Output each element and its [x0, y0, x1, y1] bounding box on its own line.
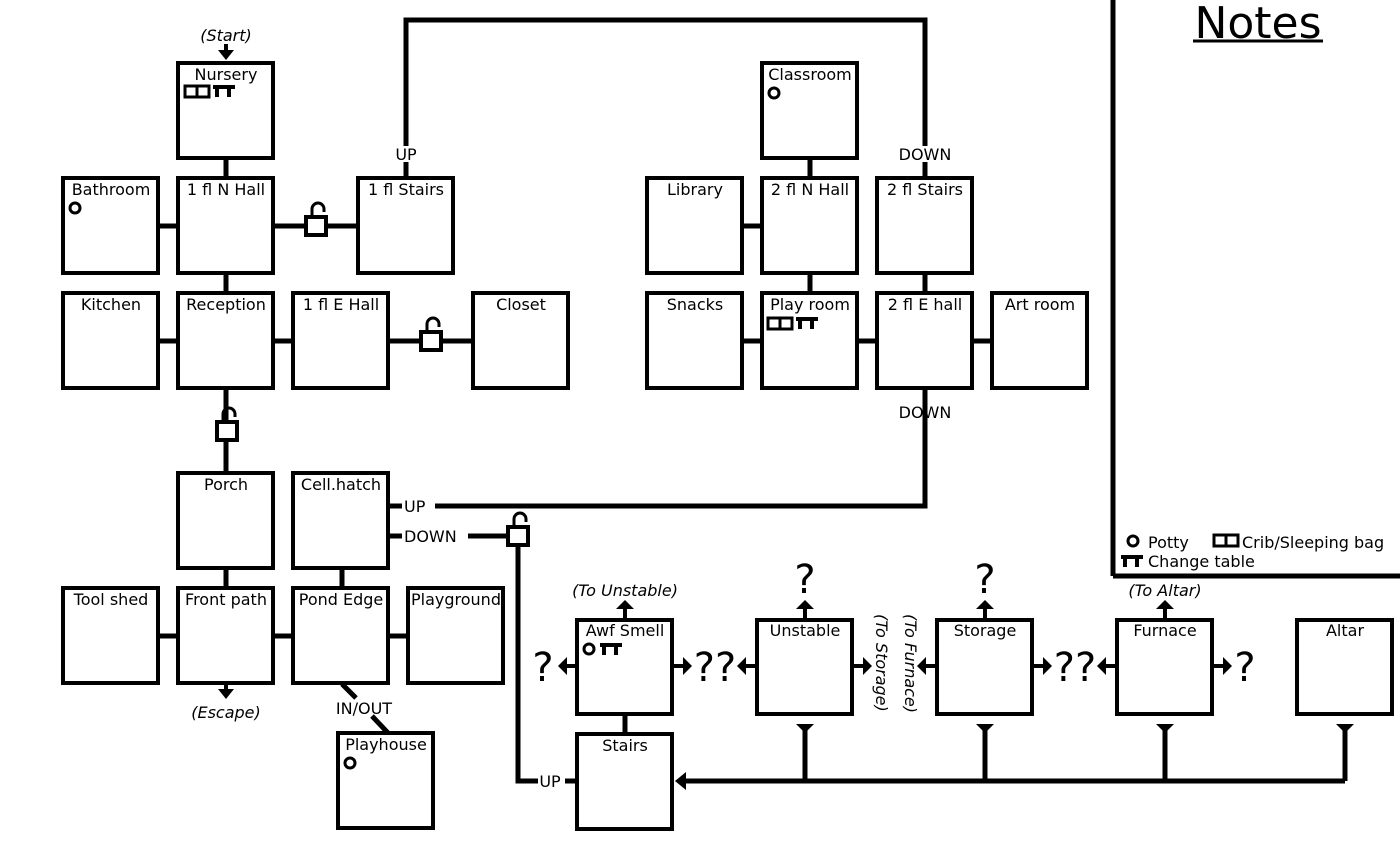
room-classroom[interactable]: [760, 61, 859, 160]
room-label: Storage: [954, 621, 1017, 640]
connectors: [158, 0, 1400, 784]
room-nursery[interactable]: [176, 61, 275, 160]
potty-icon: [1126, 534, 1140, 548]
room-label: 1 fl Stairs: [368, 180, 444, 199]
room-stairs-2[interactable]: [875, 176, 974, 275]
down-label: DOWN: [899, 403, 952, 422]
connection-labels: (Start) (Escape) UP DOWN DOWN UP DOWN IN…: [191, 26, 1255, 791]
legend-crib: Crib/Sleeping bag: [1242, 533, 1384, 552]
room-label: Pond Edge: [299, 590, 384, 609]
room-n-hall-2[interactable]: [760, 176, 859, 275]
unknown-marker: ??: [694, 645, 736, 691]
room-storage[interactable]: [935, 618, 1034, 716]
room-label: Unstable: [770, 621, 841, 640]
up-label: UP: [395, 145, 417, 164]
to-furnace-label: (To Furnace): [901, 614, 920, 713]
room-tool-shed[interactable]: [61, 586, 160, 685]
room-labels: Nursery Bathroom 1 fl N Hall 1 fl Stairs…: [72, 65, 1365, 755]
room-altar[interactable]: [1295, 618, 1394, 716]
room-label: 2 fl Stairs: [887, 180, 963, 199]
lock-icon: [419, 316, 443, 352]
room-porch[interactable]: [176, 471, 275, 570]
room-snacks[interactable]: [645, 291, 744, 390]
room-play-room[interactable]: [760, 291, 859, 390]
up-label: UP: [539, 772, 561, 791]
room-pond-edge[interactable]: [291, 586, 390, 685]
in-out-label: IN/OUT: [336, 699, 392, 718]
room-label: 2 fl E hall: [888, 295, 962, 314]
room-library[interactable]: [645, 176, 744, 275]
room-label: 1 fl E Hall: [303, 295, 379, 314]
room-label: Kitchen: [81, 295, 141, 314]
legend: Potty Crib/Sleeping bag Change table: [1121, 533, 1384, 571]
escape-label: (Escape): [191, 703, 261, 722]
notes-panel: Notes: [1193, 0, 1323, 49]
crib-icon: [1212, 533, 1240, 548]
unknown-marker: ??: [1054, 645, 1096, 691]
room-closet[interactable]: [471, 291, 570, 390]
room-label: Altar: [1326, 621, 1364, 640]
unknown-marker: ?: [1234, 645, 1255, 691]
room-label: Classroom: [768, 65, 851, 84]
room-label: Stairs: [602, 736, 648, 755]
room-cellar-stairs[interactable]: [575, 732, 674, 831]
room-label: Bathroom: [72, 180, 151, 199]
room-label: Closet: [496, 295, 546, 314]
room-label: 1 fl N Hall: [187, 180, 265, 199]
room-cell-hatch[interactable]: [291, 471, 390, 570]
room-label: Library: [667, 180, 723, 199]
room-stairs-1[interactable]: [356, 176, 455, 275]
room-playhouse[interactable]: [336, 731, 435, 830]
rooms: [61, 61, 1394, 831]
room-unstable[interactable]: [755, 618, 854, 716]
down-label: DOWN: [404, 527, 457, 546]
room-label: Furnace: [1133, 621, 1196, 640]
room-furnace[interactable]: [1115, 618, 1214, 716]
room-label: Snacks: [667, 295, 724, 314]
room-label: Awf Smell: [586, 621, 665, 640]
up-label: UP: [404, 497, 426, 516]
room-kitchen[interactable]: [61, 291, 160, 390]
room-label: Play room: [770, 295, 850, 314]
room-front-path[interactable]: [176, 586, 275, 685]
unknown-marker: ?: [532, 645, 553, 691]
lock-icon: [304, 201, 328, 237]
room-label: Cell.hatch: [301, 475, 381, 494]
to-altar-label: (To Altar): [1128, 581, 1201, 600]
start-label: (Start): [200, 26, 252, 45]
room-bathroom[interactable]: [61, 176, 160, 275]
room-label: Tool shed: [73, 590, 149, 609]
room-playground[interactable]: [406, 586, 505, 685]
unknown-marker: ?: [974, 557, 995, 603]
room-label: Playhouse: [345, 735, 427, 754]
room-label: Playground: [411, 590, 501, 609]
room-label: Nursery: [195, 65, 258, 84]
room-label: Front path: [185, 590, 267, 609]
arrowheads: [218, 44, 1354, 790]
room-label: 2 fl N Hall: [771, 180, 849, 199]
unknown-marker: ?: [794, 557, 815, 603]
room-label: Reception: [186, 295, 266, 314]
legend-change-table: Change table: [1148, 552, 1255, 571]
change-table-icon: [1121, 555, 1143, 567]
room-awf-smell[interactable]: [575, 618, 674, 716]
room-reception[interactable]: [176, 291, 275, 390]
legend-potty: Potty: [1148, 533, 1189, 552]
down-label: DOWN: [899, 145, 952, 164]
room-art-room[interactable]: [990, 291, 1089, 390]
room-e-hall-2[interactable]: [875, 291, 974, 390]
to-unstable-label: (To Unstable): [572, 581, 678, 600]
room-e-hall-1[interactable]: [291, 291, 390, 390]
lock-icon: [506, 511, 530, 547]
to-storage-label: (To Storage): [872, 614, 891, 712]
room-n-hall-1[interactable]: [176, 176, 275, 275]
room-label: Art room: [1005, 295, 1075, 314]
room-label: Porch: [204, 475, 248, 494]
